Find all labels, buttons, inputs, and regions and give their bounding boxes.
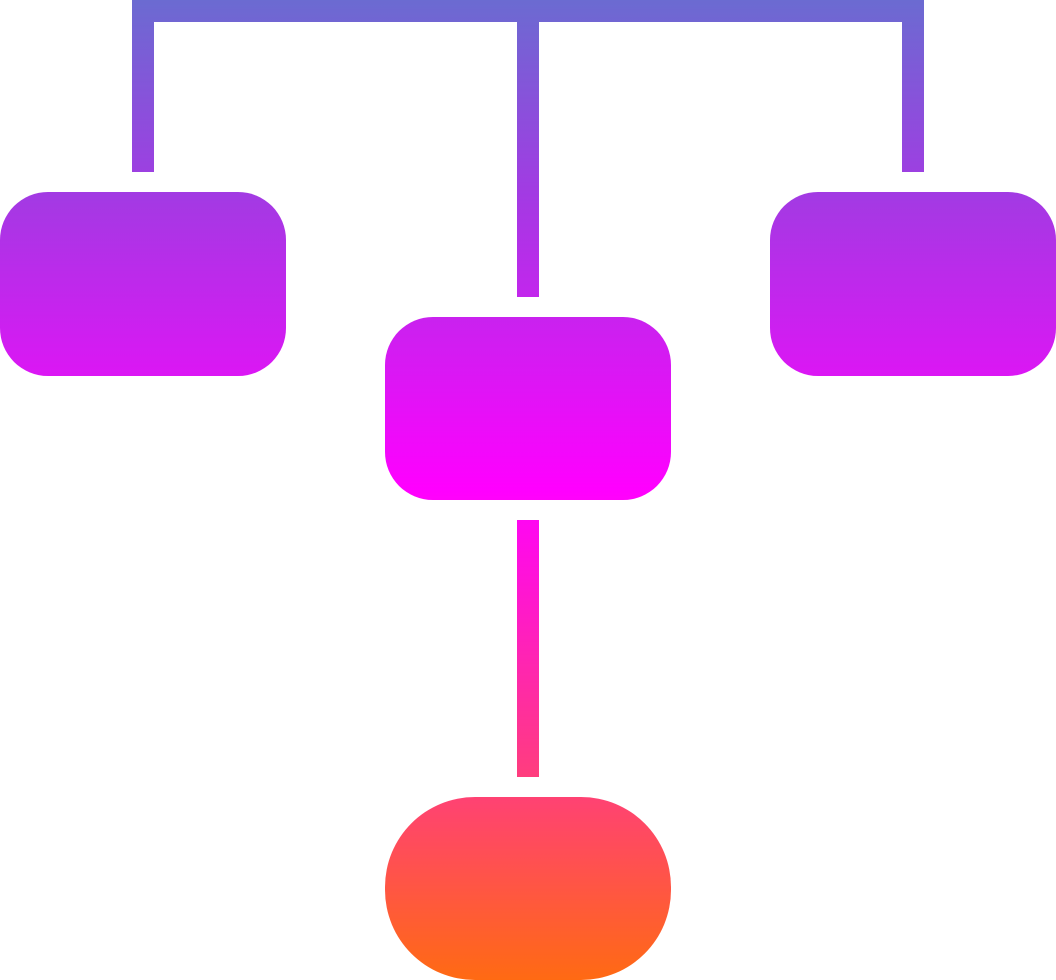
node-bottom — [385, 797, 671, 980]
connector-left — [132, 0, 154, 172]
node-center — [385, 317, 671, 500]
connector-center — [517, 0, 539, 297]
connector-right — [902, 0, 924, 172]
node-top-left — [0, 192, 286, 376]
node-top-right — [770, 192, 1056, 376]
connector-lower — [517, 520, 539, 777]
